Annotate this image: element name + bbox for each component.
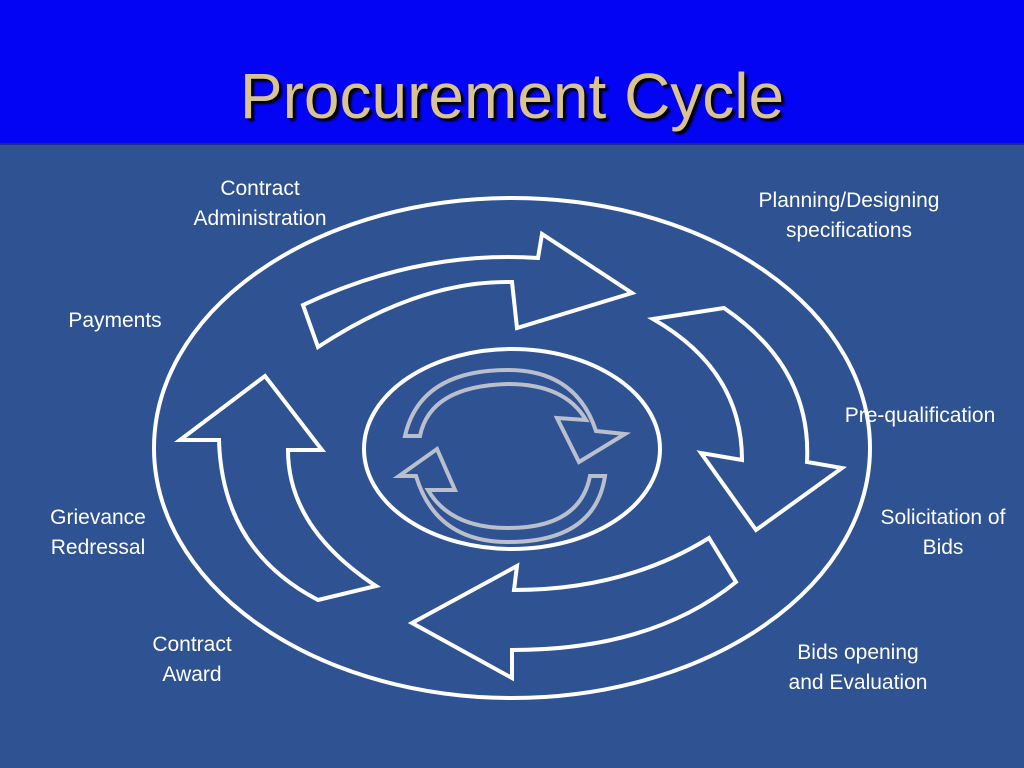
top-cycle-arrow-icon bbox=[300, 230, 637, 351]
label-pre-qualification: Pre-qualification bbox=[844, 404, 996, 427]
title-bar bbox=[0, 0, 1024, 145]
bottom-cycle-arrow-icon bbox=[407, 535, 739, 682]
outer-ellipse bbox=[152, 196, 872, 700]
inner-ellipse bbox=[362, 347, 662, 551]
label-grievance-redressal: Grievance Redressal bbox=[50, 506, 146, 559]
right-cycle-arrow-icon bbox=[647, 305, 848, 533]
left-cycle-arrow-icon bbox=[174, 373, 381, 603]
label-contract-administration: Contract Administration bbox=[193, 177, 327, 230]
label-solicitation-of-bids: Solicitation of Bids bbox=[880, 506, 1006, 559]
label-planning-designing-specifications: Planning/Designing specifications bbox=[758, 189, 940, 242]
slide-title: Procurement Cycle bbox=[239, 60, 785, 132]
label-bids-opening-and-evaluation: Bids opening and Evaluation bbox=[788, 641, 928, 694]
refresh-icon bbox=[392, 367, 632, 545]
label-contract-award: Contract Award bbox=[152, 633, 232, 686]
label-payments: Payments bbox=[68, 309, 162, 332]
